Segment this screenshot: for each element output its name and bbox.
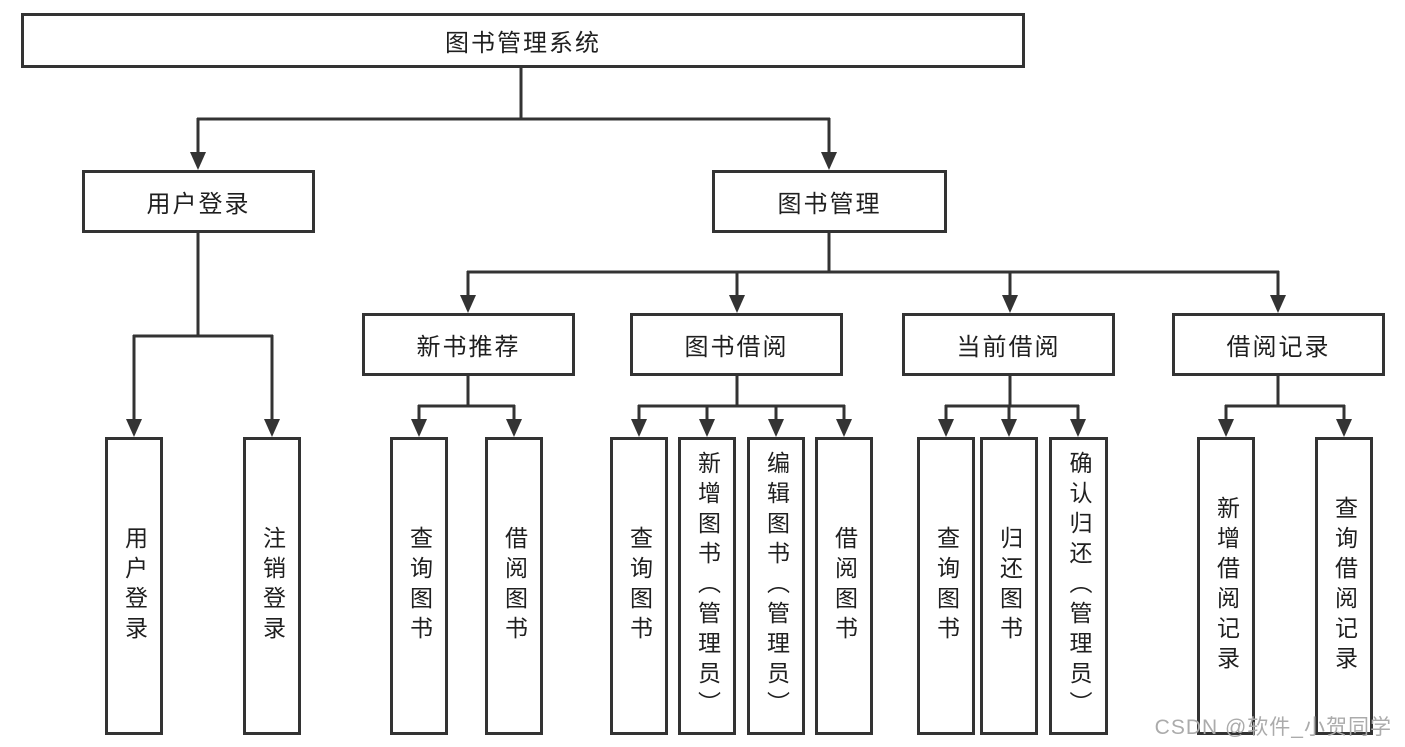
leaf-records-add-record: 新增借阅记录 [1197,437,1255,735]
node-label: 借阅图书 [831,526,858,646]
node-label: 编辑图书（管理员） [763,451,790,721]
leaf-newbook-query-books: 查询图书 [390,437,448,735]
leaf-current-query-books: 查询图书 [917,437,975,735]
node-label: 用户登录 [121,526,148,646]
watermark: CSDN @软件_小贺同学 [1154,716,1392,739]
leaf-user-login: 用户登录 [105,437,163,735]
leaf-current-return-books: 归还图书 [980,437,1038,735]
leaf-current-confirm-return-admin: 确认归还（管理员） [1049,437,1108,735]
node-new-book-recommend: 新书推荐 [362,313,575,376]
node-label: 查询借阅记录 [1331,496,1358,676]
node-book-management: 图书管理 [712,170,947,233]
node-label: 当前借阅 [956,334,1061,361]
node-label: 新增图书（管理员） [694,451,721,721]
node-label: 借阅图书 [501,526,528,646]
node-book-borrow: 图书借阅 [630,313,843,376]
node-current-borrow: 当前借阅 [902,313,1115,376]
leaf-records-query-record: 查询借阅记录 [1315,437,1373,735]
leaf-borrow-add-books-admin: 新增图书（管理员） [678,437,736,735]
leaf-borrow-edit-books-admin: 编辑图书（管理员） [747,437,805,735]
node-label: 查询图书 [626,526,653,646]
node-label: 查询图书 [933,526,960,646]
node-label: 图书管理系统 [445,30,601,57]
node-label: 新书推荐 [416,334,521,361]
node-label: 用户登录 [146,191,251,218]
node-label: 注销登录 [259,526,286,646]
node-label: 图书管理 [777,191,882,218]
leaf-borrow-borrow-books: 借阅图书 [815,437,873,735]
node-label: 归还图书 [996,526,1023,646]
node-borrow-records: 借阅记录 [1172,313,1385,376]
node-label: 查询图书 [406,526,433,646]
node-label: 图书借阅 [684,334,789,361]
node-user-login: 用户登录 [82,170,315,233]
leaf-borrow-query-books: 查询图书 [610,437,668,735]
leaf-newbook-borrow-books: 借阅图书 [485,437,543,735]
node-root: 图书管理系统 [21,13,1025,68]
leaf-logout: 注销登录 [243,437,301,735]
node-label: 借阅记录 [1226,334,1331,361]
node-label: 新增借阅记录 [1213,496,1240,676]
tree-edges [132,68,1346,424]
node-label: 确认归还（管理员） [1066,451,1092,721]
